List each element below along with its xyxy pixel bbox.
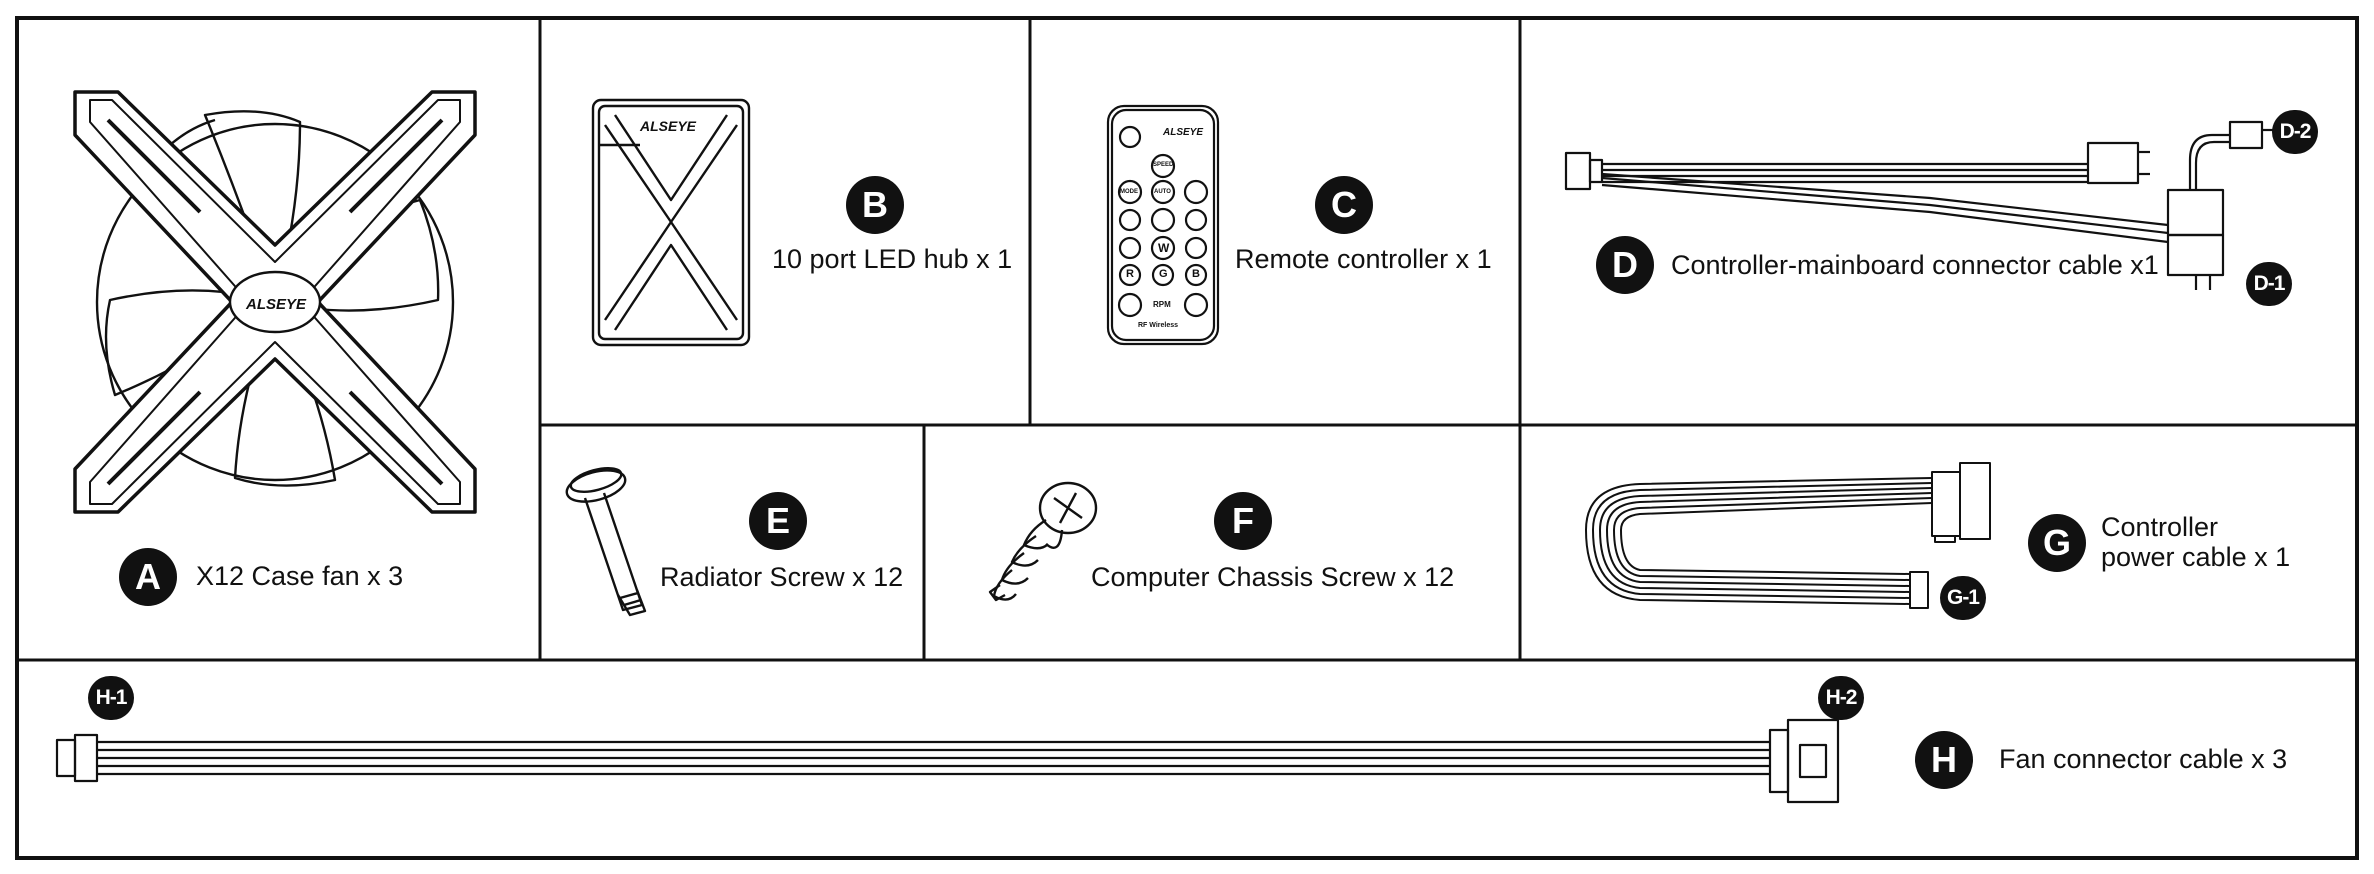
remote-auto-label: AUTO bbox=[1154, 189, 1171, 195]
tag-g1: G-1 bbox=[1940, 576, 1986, 620]
caption-power-cable-line2: power cable x 1 bbox=[2101, 542, 2291, 572]
chassis-screw-drawing bbox=[988, 481, 1098, 602]
caption-chassis-screw: Computer Chassis Screw x 12 bbox=[1091, 562, 1455, 592]
badge-g: G bbox=[2028, 514, 2086, 572]
mainboard-cable-drawing bbox=[1564, 120, 2275, 290]
radiator-screw-drawing bbox=[565, 467, 647, 617]
fan-connector-cable-drawing bbox=[55, 718, 1840, 804]
caption-remote: Remote controller x 1 bbox=[1235, 244, 1492, 274]
badge-d: D bbox=[1596, 236, 1654, 294]
remote-brand-logo: ALSEYE bbox=[1163, 127, 1204, 138]
tag-h1: H-1 bbox=[88, 676, 134, 720]
remote-b-label: B bbox=[1192, 268, 1200, 280]
badge-b: B bbox=[846, 176, 904, 234]
tag-h2: H-2 bbox=[1818, 676, 1864, 720]
caption-radiator-screw: Radiator Screw x 12 bbox=[660, 562, 904, 592]
remote-rpm-label: RPM bbox=[1153, 300, 1171, 309]
remote-speed-label: SPEED bbox=[1153, 162, 1174, 168]
caption-power-cable-line1: Controller bbox=[2101, 512, 2219, 542]
caption-fan-connector-cable: Fan connector cable x 3 bbox=[1999, 744, 2288, 774]
tag-d2: D-2 bbox=[2272, 110, 2318, 154]
caption-case-fan: X12 Case fan x 3 bbox=[196, 561, 404, 591]
hub-brand-logo: ALSEYE bbox=[640, 118, 697, 134]
remote-w-label: W bbox=[1158, 241, 1170, 255]
badge-c: C bbox=[1315, 176, 1373, 234]
caption-mainboard-cable: Controller-mainboard connector cable x1 bbox=[1671, 250, 2159, 280]
remote-g-label: G bbox=[1159, 268, 1168, 280]
remote-drawing bbox=[1106, 104, 1220, 346]
remote-mode-label: MODE bbox=[1120, 189, 1138, 195]
badge-h: H bbox=[1915, 731, 1973, 789]
caption-led-hub: 10 port LED hub x 1 bbox=[772, 244, 1013, 274]
power-cable-drawing bbox=[1585, 462, 1991, 609]
badge-a: A bbox=[119, 548, 177, 606]
tag-d1: D-1 bbox=[2246, 262, 2292, 306]
remote-button-labels: SPEED MODE AUTO W R G B RPM RF Wireless bbox=[1108, 106, 1218, 344]
badge-e: E bbox=[749, 492, 807, 550]
fan-brand-logo: ALSEYE bbox=[246, 296, 307, 313]
frame-grid bbox=[15, 16, 2359, 860]
remote-wireless-label: RF Wireless bbox=[1138, 322, 1179, 329]
badge-f: F bbox=[1214, 492, 1272, 550]
case-fan-drawing bbox=[73, 90, 477, 514]
remote-r-label: R bbox=[1126, 268, 1134, 280]
led-hub-drawing bbox=[591, 98, 751, 347]
